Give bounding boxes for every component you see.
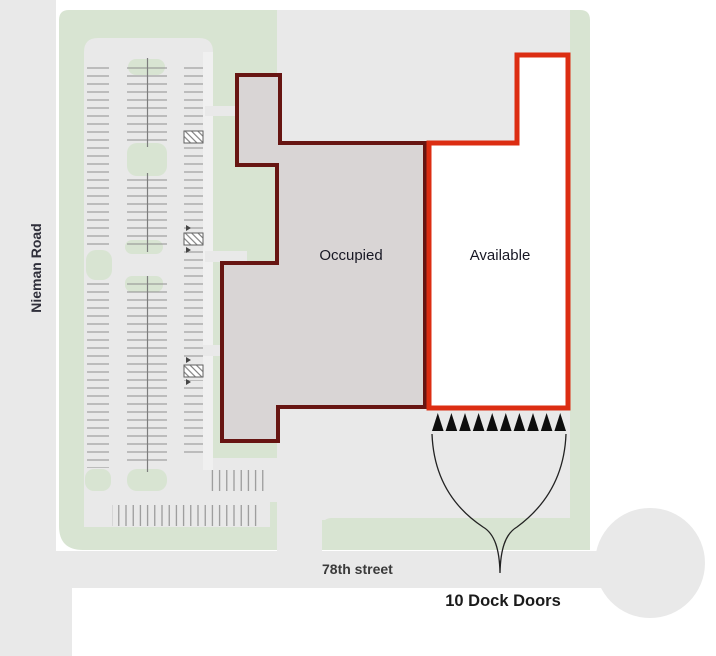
occupied-label: Occupied bbox=[319, 247, 383, 264]
dock-door-triangle bbox=[554, 413, 566, 431]
island-left-gap bbox=[86, 250, 112, 280]
dock-door-triangle bbox=[432, 413, 444, 431]
available-label: Available bbox=[469, 247, 531, 264]
street-corner bbox=[0, 551, 72, 656]
dock-door-triangle bbox=[527, 413, 539, 431]
nieman-road-label: Nieman Road bbox=[28, 223, 44, 313]
dock-brace bbox=[431, 433, 567, 574]
dock-door-triangle bbox=[459, 413, 471, 431]
street-78th-band bbox=[0, 551, 620, 588]
stall-comb-south bbox=[112, 505, 262, 526]
cul-de-sac bbox=[595, 508, 705, 618]
dock-door-triangle bbox=[472, 413, 485, 431]
nieman-road-strip bbox=[0, 0, 56, 656]
dock-door-triangle bbox=[540, 413, 553, 431]
dock-door-triangle bbox=[486, 413, 498, 431]
island-left-bottom bbox=[85, 469, 111, 491]
walkway-stub-1 bbox=[205, 106, 240, 116]
dock-door-markers bbox=[432, 413, 566, 431]
dock-doors-label: 10 Dock Doors bbox=[445, 592, 561, 610]
occupied-building-outline bbox=[220, 73, 427, 443]
stall-comb-east bbox=[208, 470, 268, 491]
driveway-south bbox=[277, 518, 322, 554]
island-mid-bottom bbox=[127, 469, 167, 491]
available-building-outline bbox=[426, 52, 571, 411]
street-78th-label: 78th street bbox=[322, 561, 393, 577]
walkway-stub-3 bbox=[203, 345, 233, 356]
dock-door-triangle bbox=[513, 413, 526, 431]
dock-door-triangle bbox=[445, 413, 458, 431]
parking-stalls bbox=[87, 58, 268, 526]
island-mid-upper bbox=[127, 143, 167, 176]
greenspace-south-band bbox=[322, 518, 590, 550]
south-parcel bbox=[72, 588, 716, 656]
dock-door-triangle bbox=[500, 413, 512, 431]
hatched-stalls bbox=[183, 130, 204, 385]
walkway-stub-2 bbox=[205, 251, 247, 262]
